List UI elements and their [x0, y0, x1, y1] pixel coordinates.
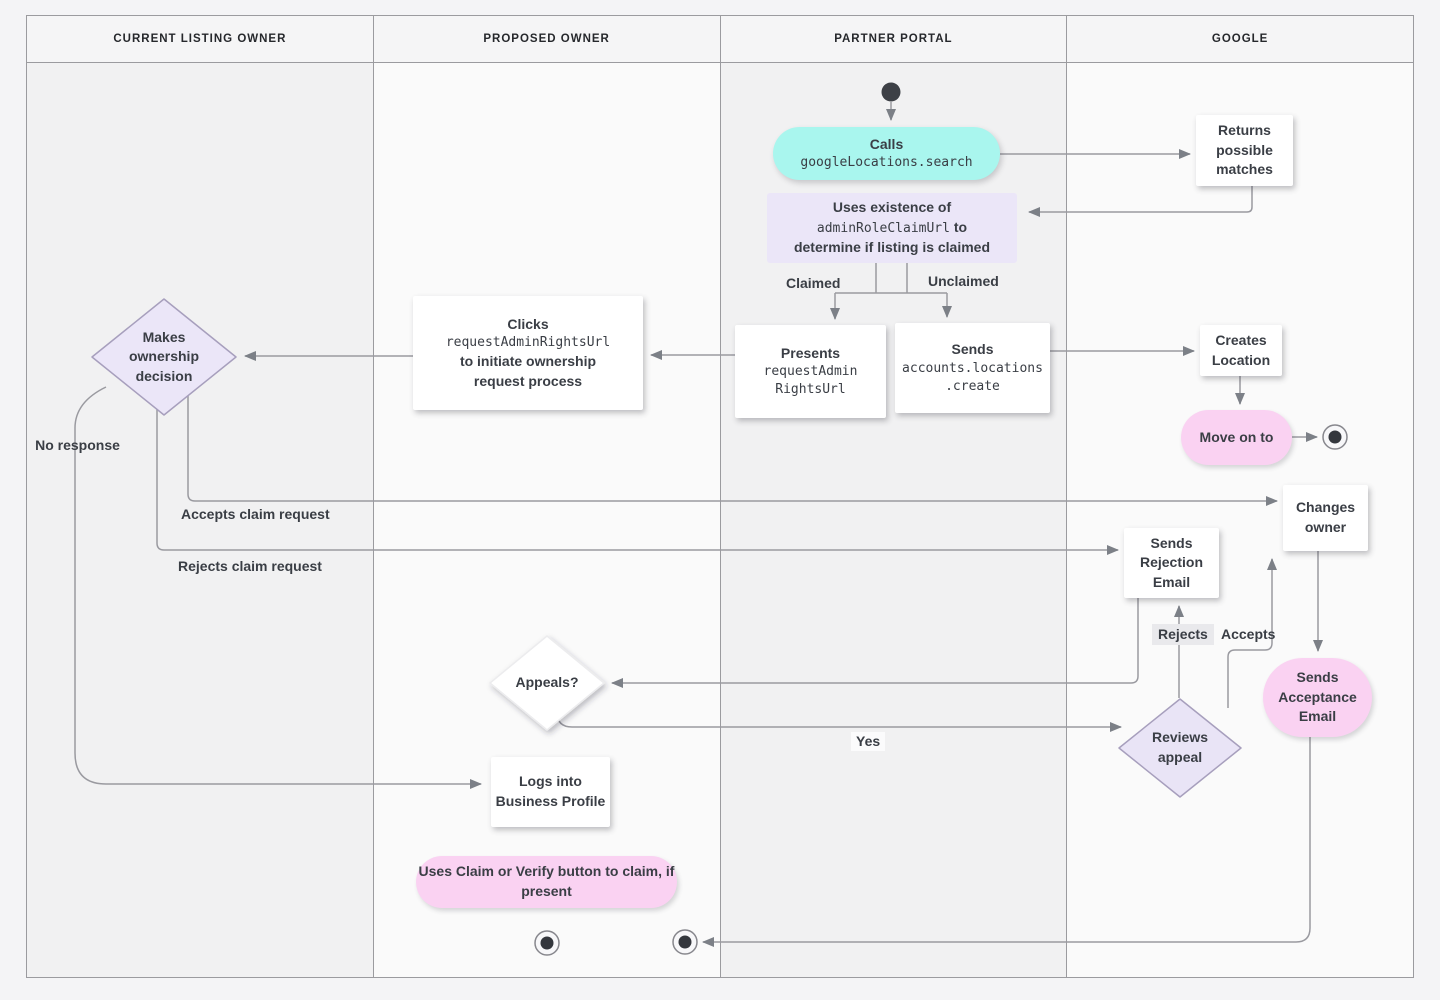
node-label: Makes ownership decision — [128, 328, 199, 384]
lane-header-google: GOOGLE — [1067, 16, 1413, 63]
lane-current-listing-owner: CURRENT LISTING OWNER — [27, 16, 374, 977]
code-google-locations-search: googleLocations.search — [800, 155, 973, 171]
code-admin-role-claim-url: adminRoleClaimUrl — [816, 220, 950, 236]
end-node-icon-partner-portal — [672, 929, 698, 955]
end-node-icon-google — [1322, 424, 1348, 450]
node-title: Presents — [780, 344, 841, 361]
edge-appeals-yes-to-reviews — [556, 711, 1122, 732]
edge-acceptance-to-end — [702, 737, 1311, 947]
node-presents-request-admin-rights-url: Presents requestAdmin RightsUrl — [735, 325, 886, 418]
edge-returns-to-uses — [1028, 186, 1253, 217]
start-node-icon — [881, 82, 901, 102]
edge-label-accepts-claim-request: Accepts claim request — [181, 506, 330, 522]
node-label: Move on to — [1199, 428, 1274, 445]
edge-rejects-claim-to-sends-rejection — [156, 409, 1119, 555]
node-title: Calls — [869, 135, 904, 152]
decision-diamond-reviews-appeal — [1118, 698, 1242, 798]
node-line-2: adminRoleClaimUrl to — [816, 218, 968, 236]
edge-label-yes: Yes — [851, 732, 886, 751]
node-label: Sends Acceptance Email — [1278, 669, 1357, 725]
lane-header-partner-portal: PARTNER PORTAL — [720, 16, 1067, 63]
node-line-3: determine if listing is claimed — [793, 239, 991, 256]
node-sends-acceptance-email: Sends Acceptance Email — [1263, 658, 1372, 737]
node-uses-claim-or-verify-button: Uses Claim or Verify button to claim, if… — [416, 856, 677, 908]
node-label: Changes owner — [1295, 499, 1356, 535]
node-title: Clicks — [507, 315, 549, 332]
node-label: Creates Location — [1211, 331, 1271, 368]
node-returns-possible-matches: Returns possible matches — [1196, 115, 1293, 186]
code-request-admin-rights-url: requestAdminRightsUrl — [445, 335, 611, 351]
node-label: Returns possible matches — [1216, 122, 1273, 178]
edge-accepts-claim-to-changes-owner — [187, 396, 1278, 506]
node-uses-existence-admin-role-claim-url: Uses existence of adminRoleClaimUrl to d… — [767, 193, 1017, 263]
node-label: Sends Rejection Email — [1139, 534, 1203, 590]
code-request-admin-rights-url: requestAdmin RightsUrl — [763, 364, 858, 398]
node-sends-accounts-locations-create: Sends accounts.locations .create — [895, 323, 1050, 413]
end-node-icon-proposed-owner — [534, 930, 560, 956]
node-move-on-to: Move on to — [1181, 410, 1292, 465]
node-appeals: Appeals? — [499, 667, 595, 699]
node-reviews-appeal: Reviews appeal — [1136, 726, 1224, 770]
node-label: Reviews appeal — [1151, 729, 1209, 765]
node-label: Uses Claim or Verify button to claim, if… — [418, 863, 675, 899]
node-title: Sends — [951, 341, 994, 358]
lane-header-current-listing-owner: CURRENT LISTING OWNER — [27, 16, 373, 63]
decision-diamond-makes-ownership — [91, 298, 237, 416]
node-clicks-request-admin-rights-url: Clicks requestAdminRightsUrl to initiate… — [413, 296, 643, 410]
edge-reviews-accepts-to-changes-owner — [1227, 558, 1277, 708]
node-changes-owner: Changes owner — [1283, 485, 1368, 551]
node-creates-location: Creates Location — [1200, 325, 1282, 376]
node-label: Logs into Business Profile — [495, 773, 606, 809]
node-post-text: to initiate ownership request process — [459, 353, 597, 389]
decision-diamond-appeals — [489, 635, 605, 731]
edge-label-unclaimed: Unclaimed — [928, 273, 999, 289]
code-accounts-locations-create: accounts.locations .create — [902, 360, 1043, 394]
edge-label-no-response: No response — [35, 437, 120, 453]
lane-body-current-listing-owner — [27, 63, 373, 977]
node-makes-ownership-decision: Makes ownership decision — [110, 317, 218, 397]
node-label: Appeals? — [515, 674, 579, 691]
edge-label-accepts: Accepts — [1221, 626, 1276, 642]
edge-label-rejects-claim-request: Rejects claim request — [178, 558, 322, 574]
lane-header-proposed-owner: PROPOSED OWNER — [373, 16, 720, 63]
node-line-1: Uses existence of — [832, 199, 952, 216]
edge-no-response-to-logs-in — [74, 386, 482, 789]
edge-rejection-to-appeals — [611, 598, 1139, 688]
node-logs-into-business-profile: Logs into Business Profile — [491, 757, 610, 827]
edge-label-claimed: Claimed — [786, 275, 841, 291]
node-sends-rejection-email: Sends Rejection Email — [1124, 528, 1219, 598]
edge-label-rejects: Rejects — [1152, 624, 1214, 645]
node-calls-google-locations-search: Calls googleLocations.search — [773, 127, 1000, 180]
